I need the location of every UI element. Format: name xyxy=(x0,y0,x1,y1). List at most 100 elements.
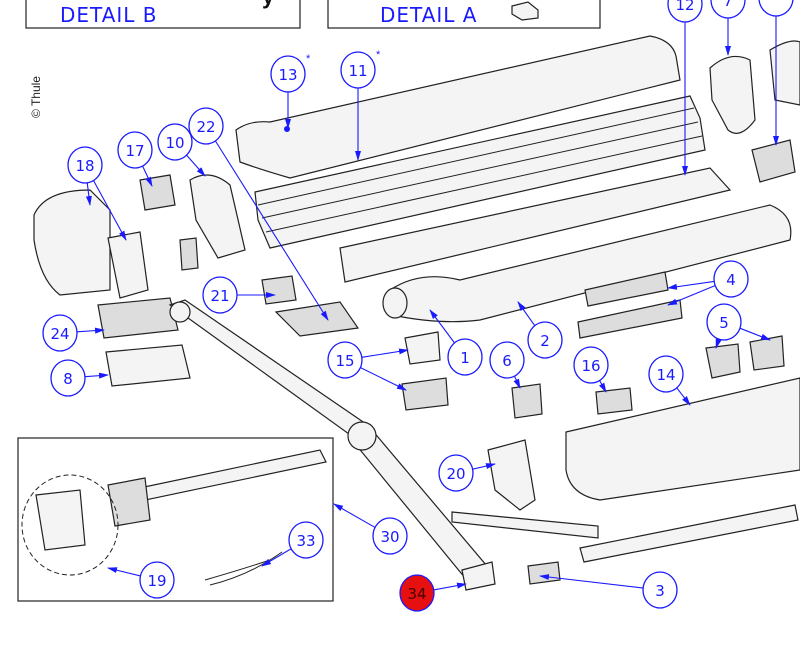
callout-circle xyxy=(42,314,78,352)
leader-arrow xyxy=(84,372,109,379)
leader-arrow xyxy=(675,387,691,406)
leader-arrow xyxy=(92,179,127,241)
callout-22: 22 xyxy=(188,107,329,321)
callout-circle xyxy=(372,517,408,555)
leader-arrow xyxy=(715,338,722,349)
leader-arrow xyxy=(598,379,607,393)
callout-number: 12 xyxy=(675,0,694,14)
leader-arrow xyxy=(185,154,206,177)
callout-number: 18 xyxy=(75,157,94,175)
callout-circle xyxy=(527,321,563,359)
callout-30: 30 xyxy=(333,503,408,555)
leader-arrow xyxy=(85,181,92,206)
callout-circle xyxy=(648,355,684,393)
callout-15: 15 xyxy=(327,341,409,391)
callout-number: 20 xyxy=(446,465,465,483)
callout-number: 3 xyxy=(655,582,665,600)
callout-20: 20 xyxy=(438,454,496,492)
callout-34: 34 xyxy=(399,574,467,612)
callout-circle xyxy=(117,131,153,169)
callout-number: 30 xyxy=(380,528,399,546)
callout-13: 13* xyxy=(270,53,311,129)
callout-number: 2 xyxy=(540,332,550,350)
leader-arrow xyxy=(361,348,409,358)
folding-arm-part xyxy=(168,299,496,591)
callout-circle xyxy=(758,0,794,17)
leader-arrow xyxy=(667,280,715,290)
callout-16: 16 xyxy=(573,346,609,393)
callout-circle xyxy=(489,341,525,379)
leader-arrow xyxy=(513,375,521,389)
callout-number: 5 xyxy=(719,314,729,332)
leader-arrow xyxy=(739,327,771,341)
callout-number: 14 xyxy=(656,366,675,384)
leader-arrow xyxy=(261,548,292,567)
callout-24: 24 xyxy=(42,314,105,352)
leader-arrow xyxy=(517,301,536,327)
callout-7: 7 xyxy=(710,0,746,56)
leader-arrow xyxy=(360,367,407,391)
callout-5: 5 xyxy=(706,303,771,349)
callout-circle xyxy=(667,0,703,23)
callout-circle xyxy=(188,107,224,145)
callout-4: 4 xyxy=(667,260,749,306)
callout-18: 18 xyxy=(67,146,127,241)
leader-arrow xyxy=(539,574,644,589)
callout-circle xyxy=(288,521,324,559)
profile-rail-part xyxy=(254,95,706,249)
callout-number: 4 xyxy=(726,271,736,289)
front-profile-part xyxy=(565,377,800,501)
callout-circle xyxy=(438,454,474,492)
callout-number: 7 xyxy=(723,0,733,10)
callout-1: 1 xyxy=(429,309,483,376)
callout-33: 33 xyxy=(261,521,324,567)
leader-arrow xyxy=(429,309,456,344)
callout-circle xyxy=(340,51,376,89)
callout-number: 22 xyxy=(196,118,215,136)
roller-tube-part xyxy=(382,204,792,323)
callout-circle xyxy=(202,276,238,314)
callout-circle xyxy=(139,561,175,599)
callout-14: 14 xyxy=(648,355,691,406)
callout-number: 13 xyxy=(278,66,297,84)
callout-partial xyxy=(758,0,794,146)
leader-arrow xyxy=(667,284,716,306)
callout-circle xyxy=(270,55,306,93)
motor-detail-inset xyxy=(17,437,334,602)
callout-circle xyxy=(67,146,103,184)
callout-21: 21 xyxy=(202,276,276,314)
callout-2: 2 xyxy=(517,301,563,359)
leader-arrow xyxy=(141,165,153,187)
callout-number: 17 xyxy=(125,142,144,160)
callout-number: 15 xyxy=(335,352,354,370)
callout-circle xyxy=(573,346,609,384)
leader-arrow xyxy=(333,503,376,529)
callout-circle xyxy=(157,123,193,161)
detail-a-label: DETAIL A xyxy=(380,3,477,27)
callout-circle xyxy=(50,359,86,397)
callout-3: 3 xyxy=(539,571,678,609)
callout-17: 17 xyxy=(117,131,153,187)
leader-arrow xyxy=(214,140,329,321)
callout-number: 24 xyxy=(50,325,69,343)
callout-number: 11 xyxy=(348,62,367,80)
motor-bracket-part xyxy=(97,174,360,387)
callout-circle xyxy=(447,338,483,376)
small-parts xyxy=(401,271,785,511)
leader-arrow xyxy=(76,327,105,334)
callout-circle xyxy=(642,571,678,609)
callout-number: 8 xyxy=(63,370,73,388)
callout-number: 6 xyxy=(502,352,512,370)
detail-a-box: DETAIL A xyxy=(327,0,601,29)
svg-text:y: y xyxy=(262,0,275,9)
end-cover-part xyxy=(33,189,149,299)
callout-number: 34 xyxy=(407,585,426,603)
leader-arrow xyxy=(433,582,467,591)
callout-number: 19 xyxy=(147,572,166,590)
end-cap-part xyxy=(709,40,800,183)
copyright-text: © Thule xyxy=(29,76,43,118)
callout-number: 16 xyxy=(581,357,600,375)
lower-bars-part xyxy=(451,504,799,585)
